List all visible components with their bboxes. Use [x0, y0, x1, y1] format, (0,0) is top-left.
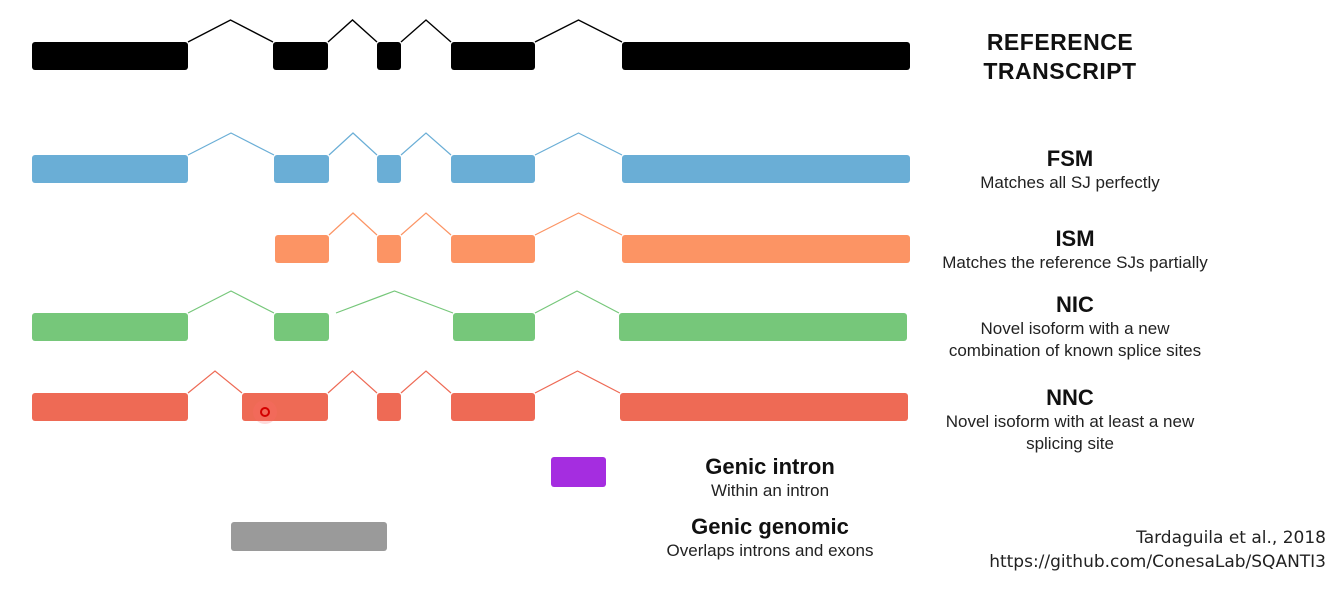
ism-exon-2: [377, 235, 401, 263]
nic-intron-2: [335, 290, 454, 314]
fsm-exon-3: [377, 155, 401, 183]
fsm-exon-5: [622, 155, 910, 183]
nnc-exon-2: [242, 393, 328, 421]
fsm-exon-1: [32, 155, 188, 183]
ism-exon-3: [451, 235, 535, 263]
cursor-marker: [253, 400, 277, 424]
reference-exon-4: [451, 42, 535, 70]
ism-intron-2: [400, 212, 452, 236]
reference-exon-5: [622, 42, 910, 70]
nnc-intron-4: [534, 370, 621, 394]
ism-desc: Matches the reference SJs partially: [942, 253, 1208, 272]
reference-exon-3: [377, 42, 401, 70]
reference-intron-3: [400, 19, 452, 43]
nnc-exon-3: [377, 393, 401, 421]
nic-exon-4: [619, 313, 907, 341]
reference-intron-2: [327, 19, 378, 43]
ism-isoform: [275, 212, 910, 263]
nnc-exon-1: [32, 393, 188, 421]
citation-authors: Tardaguila et al., 2018: [1136, 528, 1326, 548]
citation-url: https://github.com/ConesaLab/SQANTI3: [989, 552, 1326, 572]
genic-intron-title: Genic intron: [705, 454, 835, 479]
nic-intron-1: [187, 290, 275, 314]
nic-exon-3: [453, 313, 535, 341]
ism-exon-4: [622, 235, 910, 263]
nic-desc-line2: combination of known splice sites: [948, 341, 1202, 360]
genic-genomic-block: [231, 522, 387, 551]
fsm-desc: Matches all SJ perfectly: [980, 173, 1160, 192]
reference-exon-2: [273, 42, 328, 70]
nic-exon-1: [32, 313, 188, 341]
fsm-isoform: [32, 132, 910, 183]
genic-intron-desc: Within an intron: [710, 481, 830, 500]
nnc-intron-1: [187, 370, 243, 394]
reference-title-line2: TRANSCRIPT: [983, 58, 1137, 84]
fsm-title: FSM: [1046, 146, 1094, 171]
fsm-exon-2: [274, 155, 329, 183]
nic-title: NIC: [1056, 292, 1094, 317]
genic-genomic-desc: Overlaps introns and exons: [666, 541, 874, 560]
nnc-intron-3: [400, 370, 452, 394]
reference-isoform: [32, 19, 910, 70]
reference-intron-1: [187, 19, 274, 43]
ism-title: ISM: [1055, 226, 1095, 251]
cursor-dot: [260, 407, 270, 417]
nic-isoform: [32, 290, 907, 341]
nnc-desc-line1: Novel isoform with at least a new: [945, 412, 1195, 431]
nnc-title: NNC: [1046, 385, 1094, 410]
genic-genomic-title: Genic genomic: [691, 514, 849, 539]
nic-exon-2: [274, 313, 329, 341]
fsm-label: FSM Matches all SJ perfectly: [900, 146, 1240, 194]
ism-exon-1: [275, 235, 329, 263]
genic-intron-label: Genic intron Within an intron: [640, 454, 900, 502]
fsm-intron-2: [328, 132, 378, 156]
reference-title-line1: REFERENCE: [986, 29, 1134, 55]
ism-intron-3: [534, 212, 623, 236]
genic-genomic-label: Genic genomic Overlaps introns and exons: [620, 514, 920, 562]
nnc-exon-4: [451, 393, 535, 421]
genic-intron-block: [551, 457, 606, 487]
fsm-exon-4: [451, 155, 535, 183]
nnc-exon-5: [620, 393, 908, 421]
nic-label: NIC Novel isoform with a new combination…: [900, 292, 1250, 362]
nnc-desc-line2: splicing site: [1026, 434, 1114, 453]
fsm-intron-4: [534, 132, 623, 156]
nnc-isoform: [32, 370, 908, 421]
fsm-intron-1: [187, 132, 275, 156]
reference-intron-4: [534, 19, 623, 43]
reference-exon-1: [32, 42, 188, 70]
reference-title: REFERENCE TRANSCRIPT: [940, 28, 1180, 86]
nnc-label: NNC Novel isoform with at least a new sp…: [900, 385, 1240, 455]
ism-label: ISM Matches the reference SJs partially: [900, 226, 1250, 274]
ism-intron-1: [328, 212, 378, 236]
nnc-intron-2: [327, 370, 378, 394]
nic-desc-line1: Novel isoform with a new: [980, 319, 1170, 338]
cursor-glow: [253, 400, 277, 424]
fsm-intron-3: [400, 132, 452, 156]
nic-intron-3: [534, 290, 620, 314]
citation: Tardaguila et al., 2018 https://github.c…: [989, 526, 1326, 574]
